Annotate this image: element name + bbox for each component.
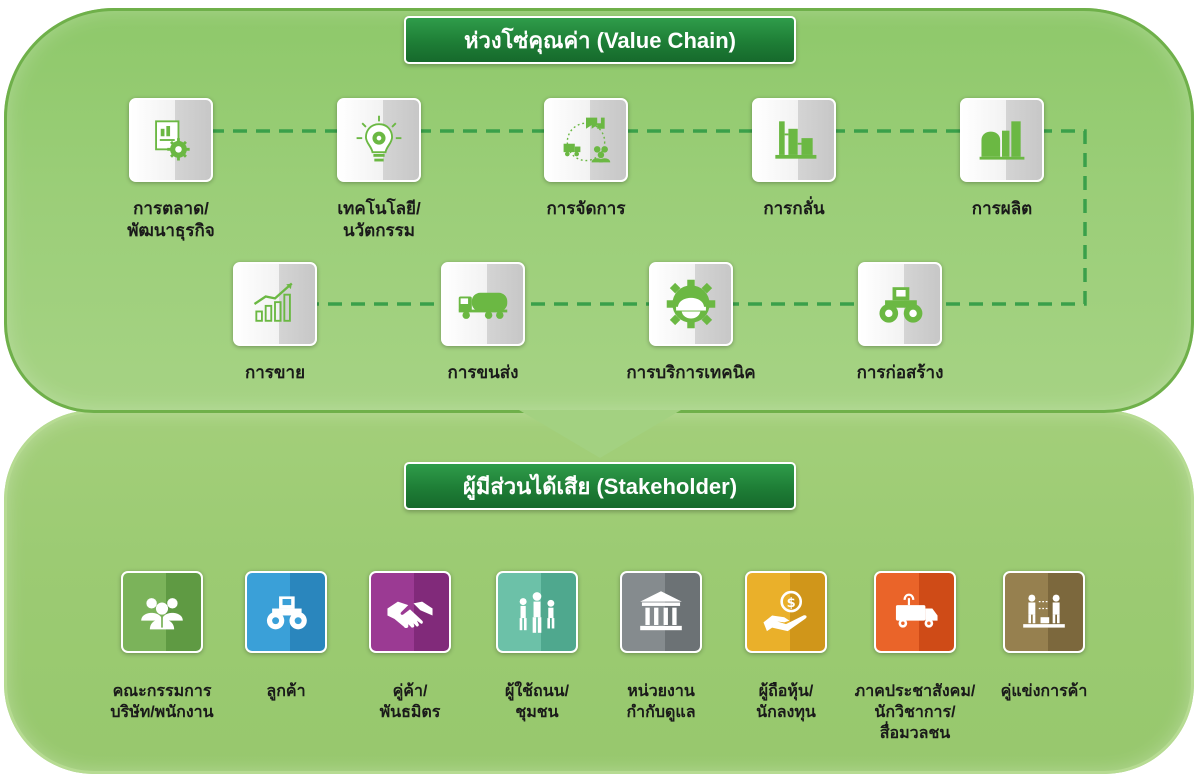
stakeholder-label: คู่ค้า/ พันธมิตร bbox=[379, 683, 441, 721]
stakeholder-road-users-community: ผู้ใช้ถนน/ ชุมชน bbox=[462, 571, 612, 723]
node-label: การก่อสร้าง bbox=[856, 363, 944, 382]
stakeholder-title: ผู้มีส่วนได้เสีย (Stakeholder) bbox=[404, 462, 796, 510]
value-chain-node-transport: การขนส่ง bbox=[383, 262, 583, 384]
government-building-icon bbox=[620, 571, 702, 653]
value-chain-node-management: การจัดการ bbox=[486, 98, 686, 220]
stakeholder-competitors: คู่แข่งการค้า bbox=[969, 571, 1119, 702]
svg-text:$: $ bbox=[787, 596, 796, 611]
node-label: เทคโนโลยี/ นวัตกรรม bbox=[337, 199, 421, 240]
gear-helmet-icon bbox=[649, 262, 733, 346]
plant-icon bbox=[960, 98, 1044, 182]
stakeholder-customers: ลูกค้า bbox=[211, 571, 361, 702]
value-chain-node-construction: การก่อสร้าง bbox=[800, 262, 1000, 384]
competitors-icon bbox=[1003, 571, 1085, 653]
value-chain-node-sales: การขาย bbox=[175, 262, 375, 384]
stakeholder-label: คณะกรรมการ บริษัท/พนักงาน bbox=[110, 683, 214, 721]
stakeholder-civil-society-media: ภาคประชาสังคม/ นักวิชาการ/ สื่อมวลชน bbox=[840, 571, 990, 744]
factory-truck-people-icon bbox=[544, 98, 628, 182]
people-group-icon bbox=[121, 571, 203, 653]
stakeholder-board-employees: คณะกรรมการ บริษัท/พนักงาน bbox=[87, 571, 237, 723]
value-chain-panel bbox=[4, 8, 1194, 413]
stakeholder-regulators: หน่วยงาน กำกับดูแล bbox=[586, 571, 736, 723]
node-label: การขนส่ง bbox=[447, 363, 519, 382]
value-chain-node-technical-service: การบริการเทคนิค bbox=[591, 262, 791, 384]
broadcast-van-icon bbox=[874, 571, 956, 653]
node-label: การผลิต bbox=[971, 199, 1033, 218]
stakeholder-label: คู่แข่งการค้า bbox=[1000, 683, 1088, 700]
node-label: การขาย bbox=[244, 363, 306, 382]
stakeholder-label: ผู้ถือหุ้น/ นักลงทุน bbox=[756, 683, 816, 721]
sales-chart-icon bbox=[233, 262, 317, 346]
lightbulb-gear-icon bbox=[337, 98, 421, 182]
stakeholder-label: ผู้ใช้ถนน/ ชุมชน bbox=[504, 683, 570, 721]
road-roller-icon bbox=[858, 262, 942, 346]
stakeholder-partners: คู่ค้า/ พันธมิตร bbox=[335, 571, 485, 723]
node-label: การตลาด/ พัฒนาธุรกิจ bbox=[127, 199, 215, 240]
stakeholder-label: ภาคประชาสังคม/ นักวิชาการ/ สื่อมวลชน bbox=[854, 683, 976, 742]
stakeholder-shareholders-investors: $ ผู้ถือหุ้น/ นักลงทุน bbox=[711, 571, 861, 723]
value-chain-title: ห่วงโซ่คุณค่า (Value Chain) bbox=[404, 16, 796, 64]
flow-arrow bbox=[519, 410, 681, 458]
stakeholder-label: ลูกค้า bbox=[266, 683, 306, 700]
value-chain-node-technology: เทคโนโลยี/ นวัตกรรม bbox=[279, 98, 479, 242]
value-chain-node-marketing: การตลาด/ พัฒนาธุรกิจ bbox=[71, 98, 271, 242]
node-label: การกลั่น bbox=[763, 199, 825, 218]
node-label: การบริการเทคนิค bbox=[626, 363, 756, 382]
hand-coin-icon: $ bbox=[745, 571, 827, 653]
pedestrians-icon bbox=[496, 571, 578, 653]
refinery-icon bbox=[752, 98, 836, 182]
node-label: การจัดการ bbox=[546, 199, 626, 218]
road-roller-icon bbox=[245, 571, 327, 653]
handshake-icon bbox=[369, 571, 451, 653]
document-gear-icon bbox=[129, 98, 213, 182]
stakeholder-label: หน่วยงาน กำกับดูแล bbox=[626, 683, 696, 721]
value-chain-node-refining: การกลั่น bbox=[694, 98, 894, 220]
tanker-truck-icon bbox=[441, 262, 525, 346]
value-chain-node-production: การผลิต bbox=[902, 98, 1102, 220]
